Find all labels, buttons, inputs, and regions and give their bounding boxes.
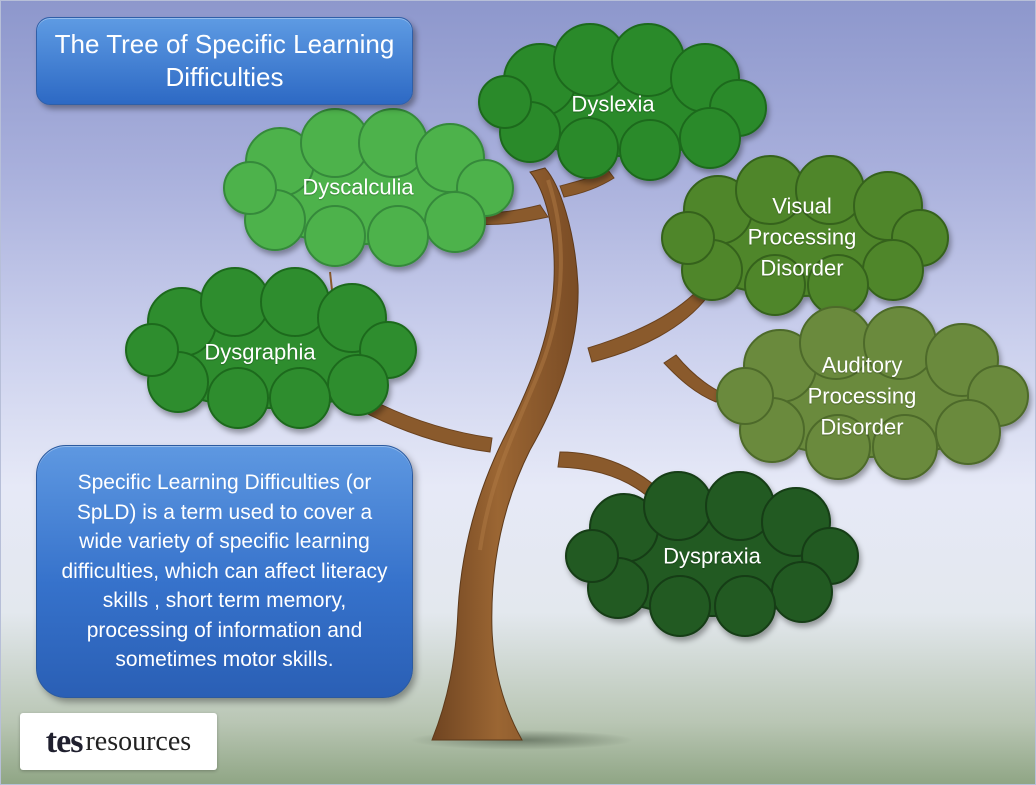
label-dysgraphia: Dysgraphia <box>204 339 316 365</box>
page-title: The Tree of Specific Learning Difficulti… <box>54 29 395 92</box>
label-dyslexia: Dyslexia <box>571 91 655 117</box>
cloud-dyspraxia <box>565 471 859 637</box>
branch-stub <box>329 271 333 291</box>
branch-visual <box>587 289 709 363</box>
branch-auditory <box>663 354 723 403</box>
description-box: Specific Learning Difficulties (or SpLD)… <box>36 445 413 698</box>
label-auditory-processing-disorder: Auditory Processing Disorder <box>807 352 917 440</box>
tes-logo-word: resources <box>85 725 192 757</box>
branch-dyslexia <box>559 169 615 198</box>
title-box: The Tree of Specific Learning Difficulti… <box>36 17 413 105</box>
label-dyspraxia: Dyspraxia <box>663 543 761 569</box>
cloud-dyslexia <box>478 23 767 181</box>
branch-dysgraphia <box>359 397 493 453</box>
cloud-auditory-processing <box>716 306 1029 480</box>
description-text: Specific Learning Difficulties (or SpLD)… <box>61 471 388 672</box>
tes-logo-mark: tes <box>45 722 84 760</box>
tes-resources-logo: tes resources <box>20 713 217 770</box>
label-visual-processing-disorder: Visual Processing Disorder <box>747 193 857 281</box>
cloud-visual-processing <box>661 155 949 316</box>
cloud-dyscalculia <box>223 108 514 267</box>
tree-branches <box>359 169 723 505</box>
label-dyscalculia: Dyscalculia <box>302 174 414 200</box>
cloud-dysgraphia <box>125 267 417 429</box>
trunk-highlight <box>478 179 563 551</box>
